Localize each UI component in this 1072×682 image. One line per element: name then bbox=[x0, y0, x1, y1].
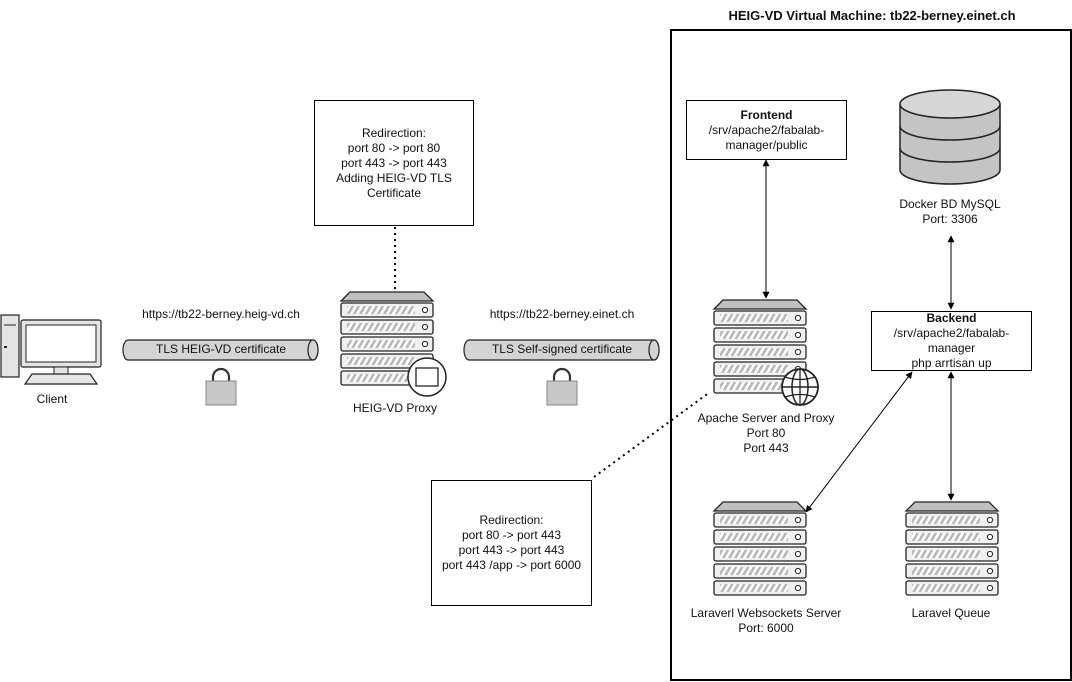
note-line: Redirection: bbox=[361, 125, 426, 140]
apache-redirection-note: Redirection: port 80 -> port 443 port 44… bbox=[431, 480, 592, 606]
computer-icon bbox=[0, 314, 102, 385]
backend-line: manager bbox=[927, 341, 976, 355]
client-label: Client bbox=[36, 392, 68, 406]
frontend-box: Frontend /srv/apache2/fabalab- manager/p… bbox=[686, 100, 847, 160]
database-port: Port: 3306 bbox=[922, 212, 978, 226]
globe-icon bbox=[781, 368, 819, 406]
note-line: port 443 /app -> port 6000 bbox=[441, 558, 582, 572]
tunnel-self-signed bbox=[463, 339, 660, 361]
note-line: port 80 -> port 80 bbox=[347, 140, 441, 155]
websockets-name: Laraverl Websockets Server bbox=[690, 606, 842, 620]
backend-line: php arrtisan up bbox=[911, 356, 992, 370]
note-line: port 443 -> port 443 bbox=[458, 543, 565, 557]
apache-label: Apache Server and Proxy Port 80 Port 443 bbox=[686, 411, 846, 456]
self-url-label: https://tb22-berney.einet.ch bbox=[489, 307, 635, 321]
self-tunnel-label: TLS Self-signed certificate bbox=[491, 342, 633, 356]
queue-server-icon bbox=[904, 501, 1000, 596]
tunnel-heig-vd bbox=[122, 339, 319, 361]
database-icon bbox=[899, 89, 1001, 185]
proxy-badge-icon bbox=[407, 357, 447, 397]
apache-port: Port 80 bbox=[746, 426, 786, 440]
apache-port: Port 443 bbox=[743, 441, 789, 455]
vm-container bbox=[670, 29, 1072, 681]
backend-box: Backend /srv/apache2/fabalab- manager ph… bbox=[871, 311, 1032, 371]
apache-name: Apache Server and Proxy bbox=[697, 411, 835, 425]
websockets-server-icon bbox=[712, 501, 808, 596]
queue-label: Laravel Queue bbox=[911, 606, 991, 620]
vm-title: HEIG-VD Virtual Machine: tb22-berney.ein… bbox=[728, 8, 1016, 23]
note-line: port 80 -> port 443 bbox=[461, 528, 562, 542]
frontend-path: manager/public bbox=[725, 137, 808, 152]
note-line: port 443 -> port 443 bbox=[341, 155, 447, 170]
database-label: Docker BD MySQL Port: 3306 bbox=[880, 197, 1020, 227]
padlock-icon bbox=[205, 367, 237, 406]
heig-url-label: https://tb22-berney.heig-vd.ch bbox=[142, 307, 300, 321]
backend-websockets-arrow bbox=[805, 371, 913, 513]
note-line: Certificate bbox=[366, 185, 421, 200]
frontend-path: /srv/apache2/fabalab- bbox=[708, 122, 825, 137]
backend-title: Backend bbox=[926, 311, 977, 325]
proxy-redirection-note: Redirection: port 80 -> port 80 port 443… bbox=[314, 100, 474, 226]
websockets-port: Port: 6000 bbox=[738, 621, 794, 635]
proxy-label: HEIG-VD Proxy bbox=[352, 401, 437, 415]
heig-tunnel-label: TLS HEIG-VD certificate bbox=[155, 342, 287, 356]
note-line: Adding HEIG-VD TLS bbox=[336, 170, 452, 185]
frontend-title: Frontend bbox=[740, 107, 793, 122]
padlock-icon bbox=[546, 367, 578, 406]
websockets-label: Laraverl Websockets Server Port: 6000 bbox=[671, 606, 861, 636]
note-line: Redirection: bbox=[479, 513, 544, 527]
database-name: Docker BD MySQL bbox=[899, 197, 1001, 211]
backend-line: /srv/apache2/fabalab- bbox=[893, 326, 1010, 340]
